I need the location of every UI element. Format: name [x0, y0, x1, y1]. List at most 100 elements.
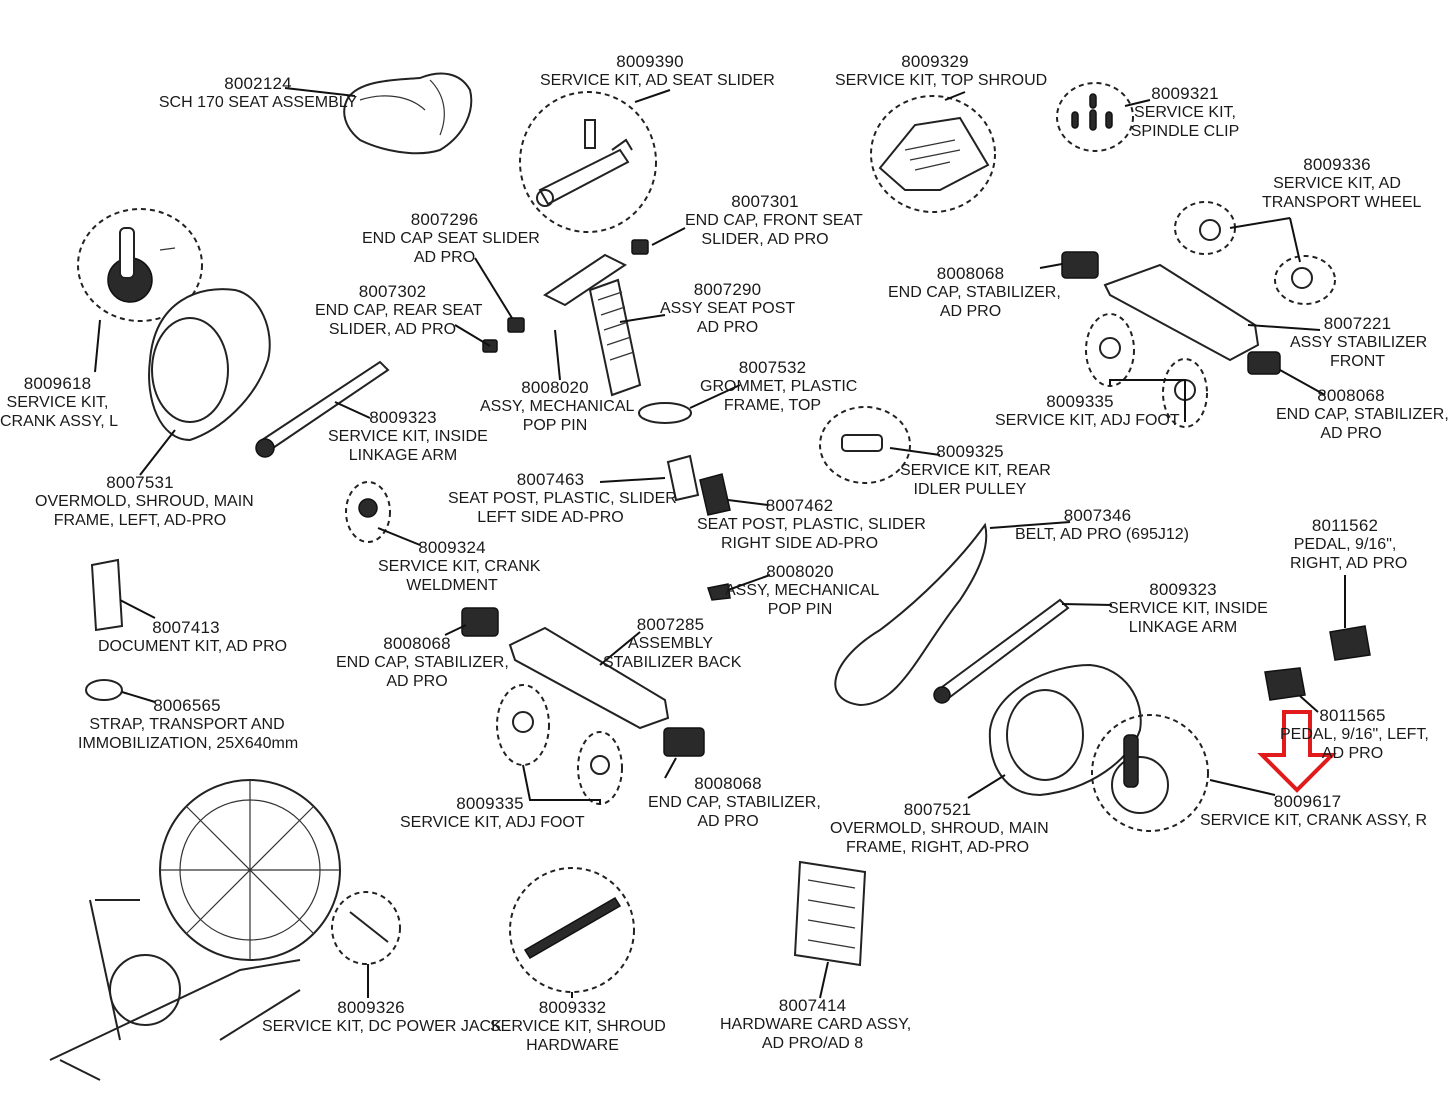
part-desc: OVERMOLD, SHROUD, MAIN: [830, 820, 1049, 837]
part-desc: BELT, AD PRO (695J12): [1015, 526, 1189, 543]
pedal-left-drawing: [1264, 667, 1306, 701]
spindle-clip-drawing: [1071, 93, 1113, 131]
part-number: 8007414: [778, 996, 847, 1015]
document-kit-drawing: [90, 558, 124, 632]
part-desc: END CAP, REAR SEAT: [315, 302, 483, 319]
part-number: 8008020: [521, 378, 589, 397]
part-desc: SERVICE KIT, CRANK: [378, 558, 541, 575]
seat-slider-kit-circle: [519, 91, 657, 233]
top-shroud-kit-circle: [870, 95, 996, 213]
part-number: 8007413: [152, 618, 220, 637]
part-desc: WELDMENT: [406, 577, 498, 594]
stabilizer-front-drawing: [1061, 251, 1281, 375]
part-desc: OVERMOLD, SHROUD, MAIN: [35, 493, 254, 510]
part-number: 8007532: [738, 358, 807, 377]
slider-left-drawing: [666, 454, 700, 502]
part-number: 8009390: [616, 52, 684, 71]
part-desc: SCH 170 SEAT ASSEMBLY: [158, 94, 358, 111]
part-number: 8007296: [410, 210, 479, 229]
part-desc: SERVICE KIT,: [6, 394, 109, 411]
part-desc: AD PRO: [696, 319, 759, 336]
part-desc: RIGHT, AD PRO: [1290, 555, 1408, 572]
belt-drawing: [834, 522, 988, 707]
part-desc: PEDAL, 9/16", LEFT,: [1280, 726, 1429, 743]
part-number: 8008068: [694, 774, 762, 793]
part-desc: END CAP, STABILIZER,: [1276, 406, 1449, 423]
part-number: 8011562: [1311, 516, 1379, 535]
part-number: 8009326: [337, 998, 405, 1017]
slider-right-drawing: [699, 473, 731, 516]
part-desc: SERVICE KIT, REAR: [900, 462, 1051, 479]
leader-lines: [94, 87, 1346, 999]
part-desc: DOCUMENT KIT, AD PRO: [98, 638, 288, 655]
top-shroud-drawing: [878, 116, 990, 191]
part-number: 8007462: [765, 496, 834, 515]
part-desc: ASSY, MECHANICAL: [480, 398, 635, 415]
part-desc: ASSY STABILIZER: [1290, 334, 1428, 351]
dc-power-jack-circle: [331, 891, 401, 965]
crank-assy-left-circle: [77, 208, 203, 322]
part-number: 8007285: [636, 615, 705, 634]
part-desc: END CAP, STABILIZER,: [336, 654, 509, 671]
part-desc: HARDWARE: [526, 1037, 619, 1054]
linkage-arm-left-drawing: [255, 360, 390, 458]
part-desc: SERVICE KIT,: [1134, 104, 1236, 121]
seat-post-drawing: [543, 253, 642, 397]
part-desc: LINKAGE ARM: [1128, 619, 1238, 636]
part-desc: SERVICE KIT, AD: [1273, 175, 1401, 192]
transport-wheel-circle-2: [1274, 255, 1336, 305]
part-desc: END CAP, FRONT SEAT: [685, 212, 863, 229]
part-desc: AD PRO: [1320, 425, 1382, 442]
stabilizer-back-drawing: [461, 607, 705, 757]
crank-weldment-circle: [345, 481, 391, 543]
part-desc: IDLER PULLEY: [913, 481, 1027, 498]
part-number: 8007521: [903, 800, 972, 819]
part-number: 8009329: [901, 52, 969, 71]
part-desc: END CAP, STABILIZER,: [648, 794, 821, 811]
part-number: 8008020: [766, 562, 834, 581]
part-desc: AD PRO: [1321, 745, 1384, 762]
part-desc: HARDWARE CARD ASSY,: [720, 1016, 912, 1033]
part-desc: AD PRO: [413, 249, 476, 266]
grommet-drawing: [638, 402, 692, 424]
part-desc: SERVICE KIT, INSIDE: [328, 428, 488, 445]
shroud-hardware-circle: [509, 867, 635, 993]
part-number: 8009332: [538, 998, 607, 1017]
linkage-arm-right-drawing: [933, 598, 1070, 704]
part-desc: SERVICE KIT, AD SEAT SLIDER: [540, 72, 775, 89]
part-desc: FRAME, LEFT, AD-PRO: [53, 512, 227, 529]
part-desc: SEAT POST, PLASTIC, SLIDER: [697, 516, 926, 533]
part-desc: TRANSPORT WHEEL: [1262, 194, 1422, 211]
part-desc: ASSEMBLY: [627, 635, 714, 652]
part-desc: STABILIZER BACK: [603, 654, 742, 671]
part-desc: STRAP, TRANSPORT AND: [89, 716, 285, 733]
part-desc: END CAP SEAT SLIDER: [362, 230, 540, 247]
part-number: 8008068: [1317, 386, 1385, 405]
part-number: 8007302: [358, 282, 427, 301]
part-desc: FRAME, TOP: [723, 397, 822, 414]
part-desc: SERVICE KIT, TOP SHROUD: [835, 72, 1048, 89]
pedal-right-drawing: [1329, 625, 1371, 661]
shroud-left-drawing: [148, 288, 271, 442]
